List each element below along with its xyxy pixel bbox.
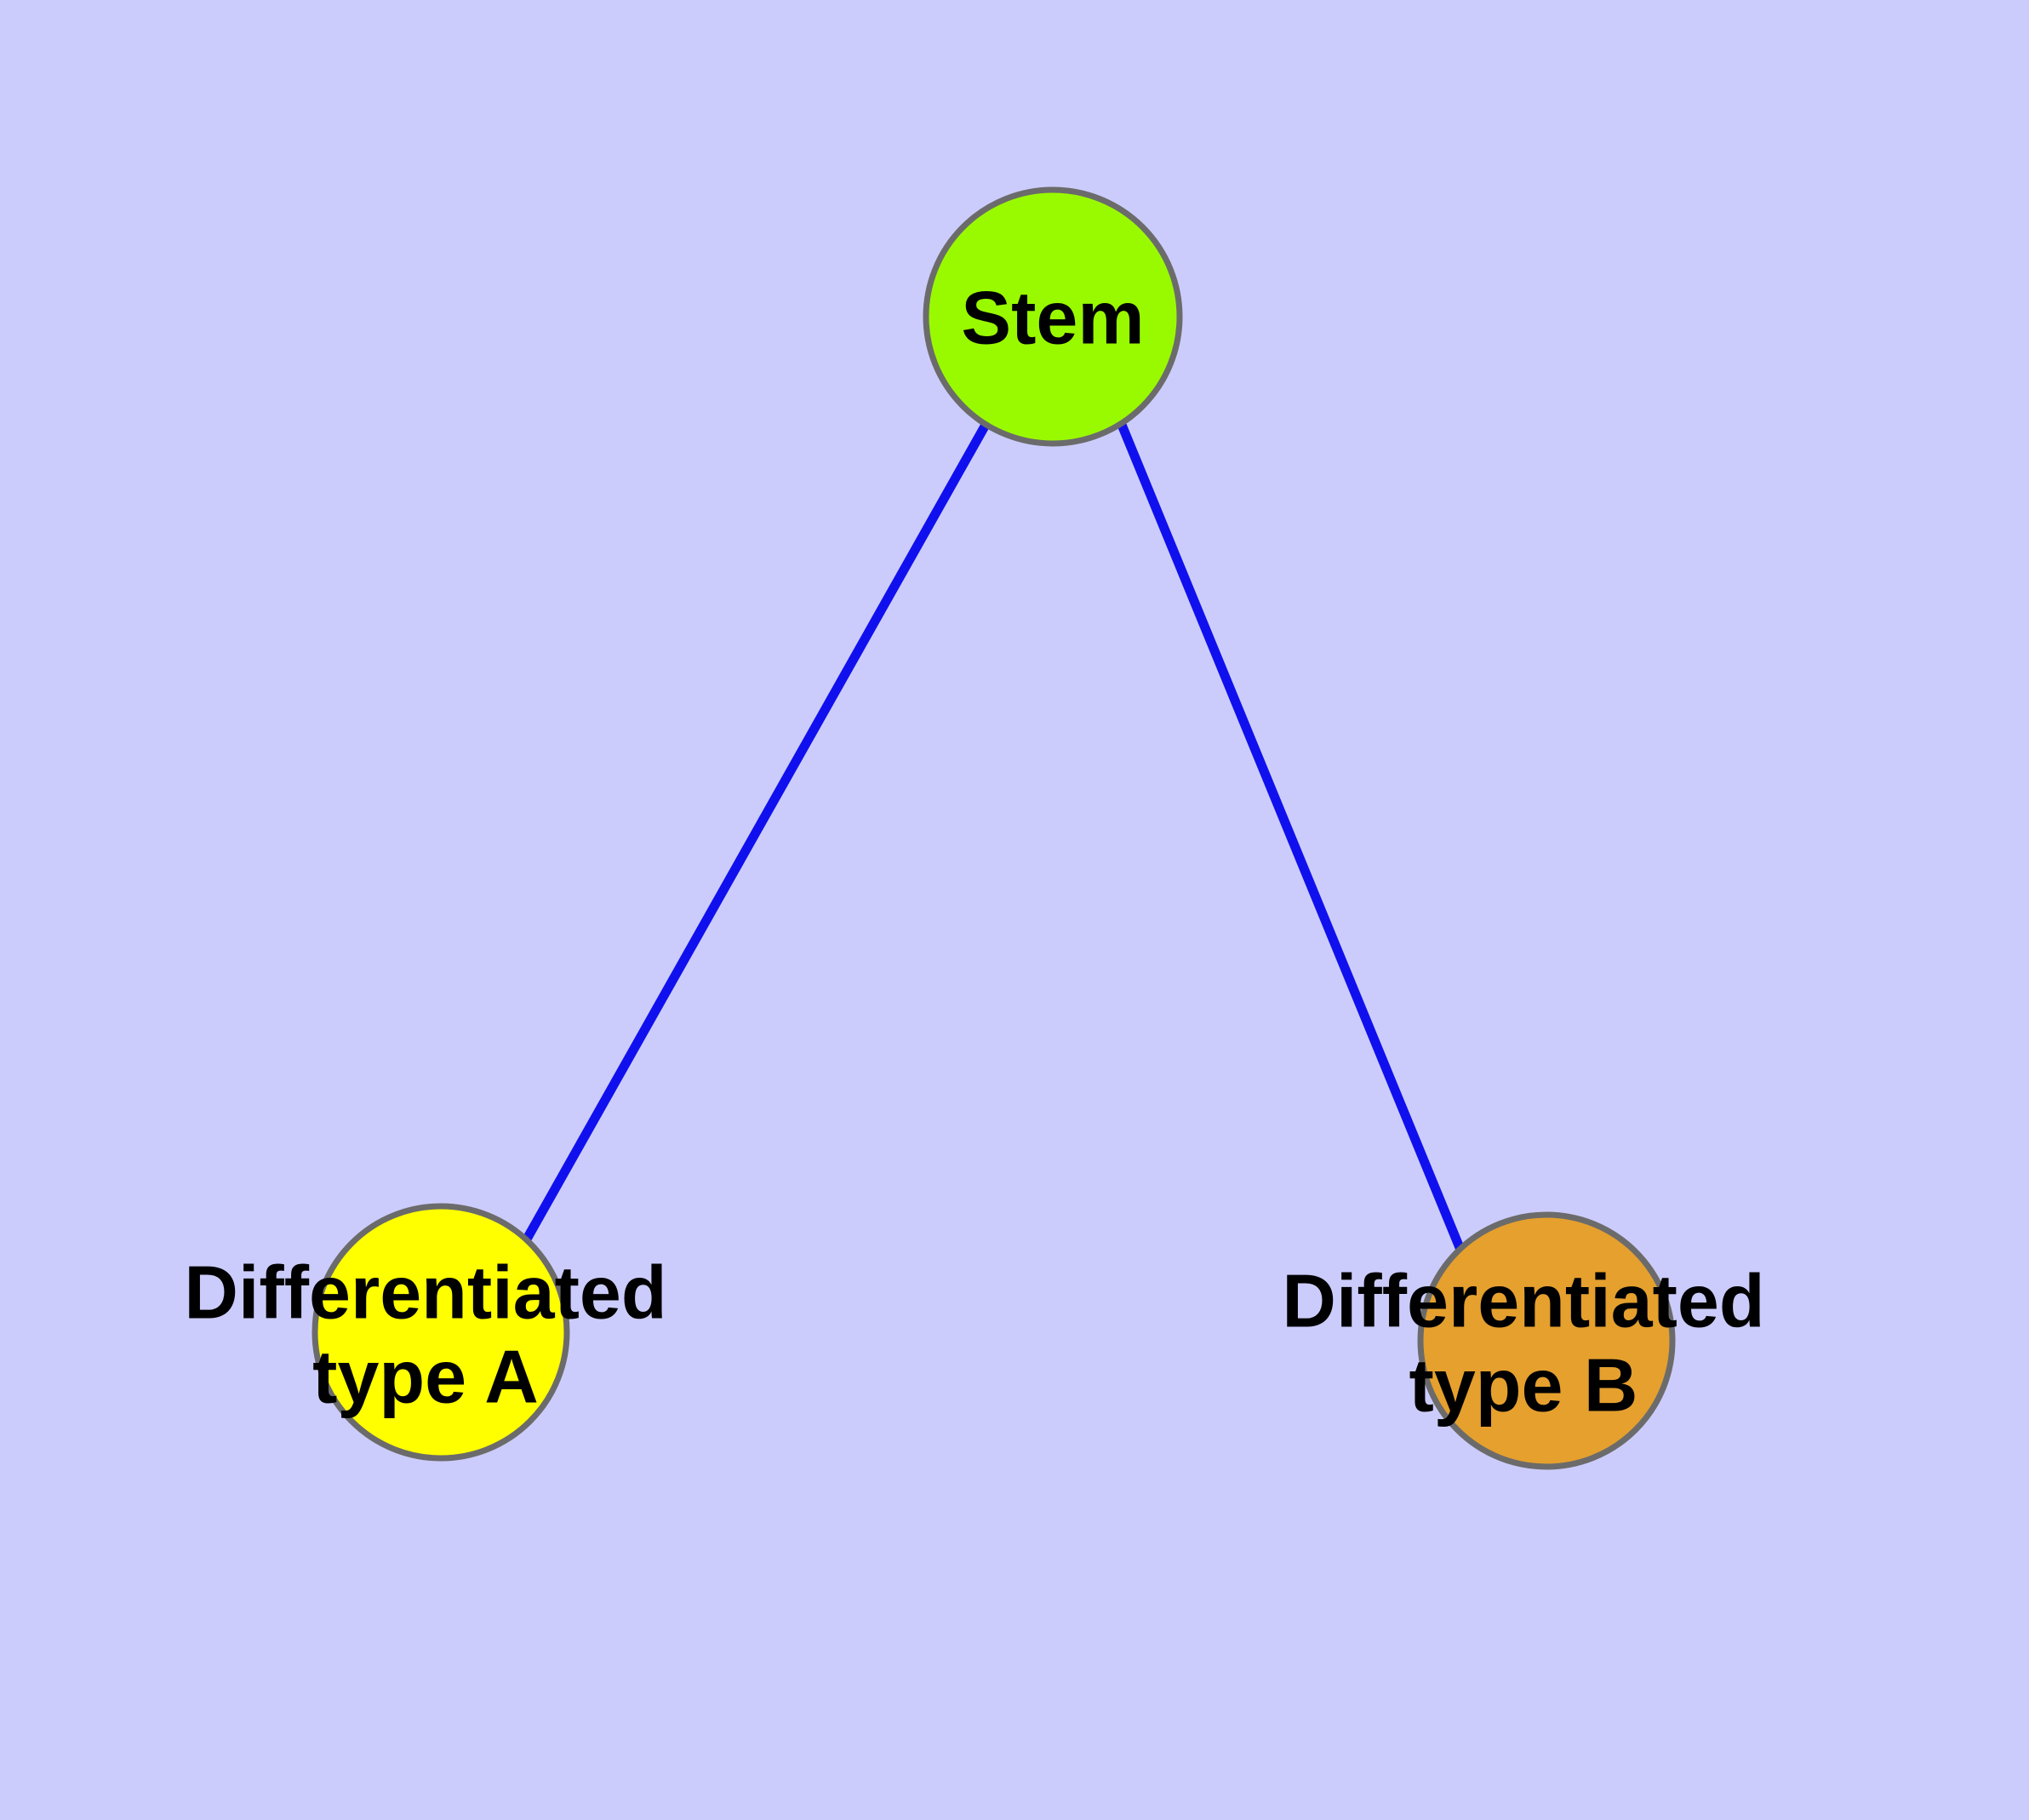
edge-stem-to-differentiated-type-b[interactable] xyxy=(1117,422,1466,1252)
node-stem[interactable] xyxy=(923,186,1183,447)
node-differentiated-type-a[interactable] xyxy=(311,1203,570,1462)
edge-stem-to-differentiated-type-a[interactable] xyxy=(521,422,990,1245)
node-differentiated-type-b[interactable] xyxy=(1417,1211,1676,1470)
